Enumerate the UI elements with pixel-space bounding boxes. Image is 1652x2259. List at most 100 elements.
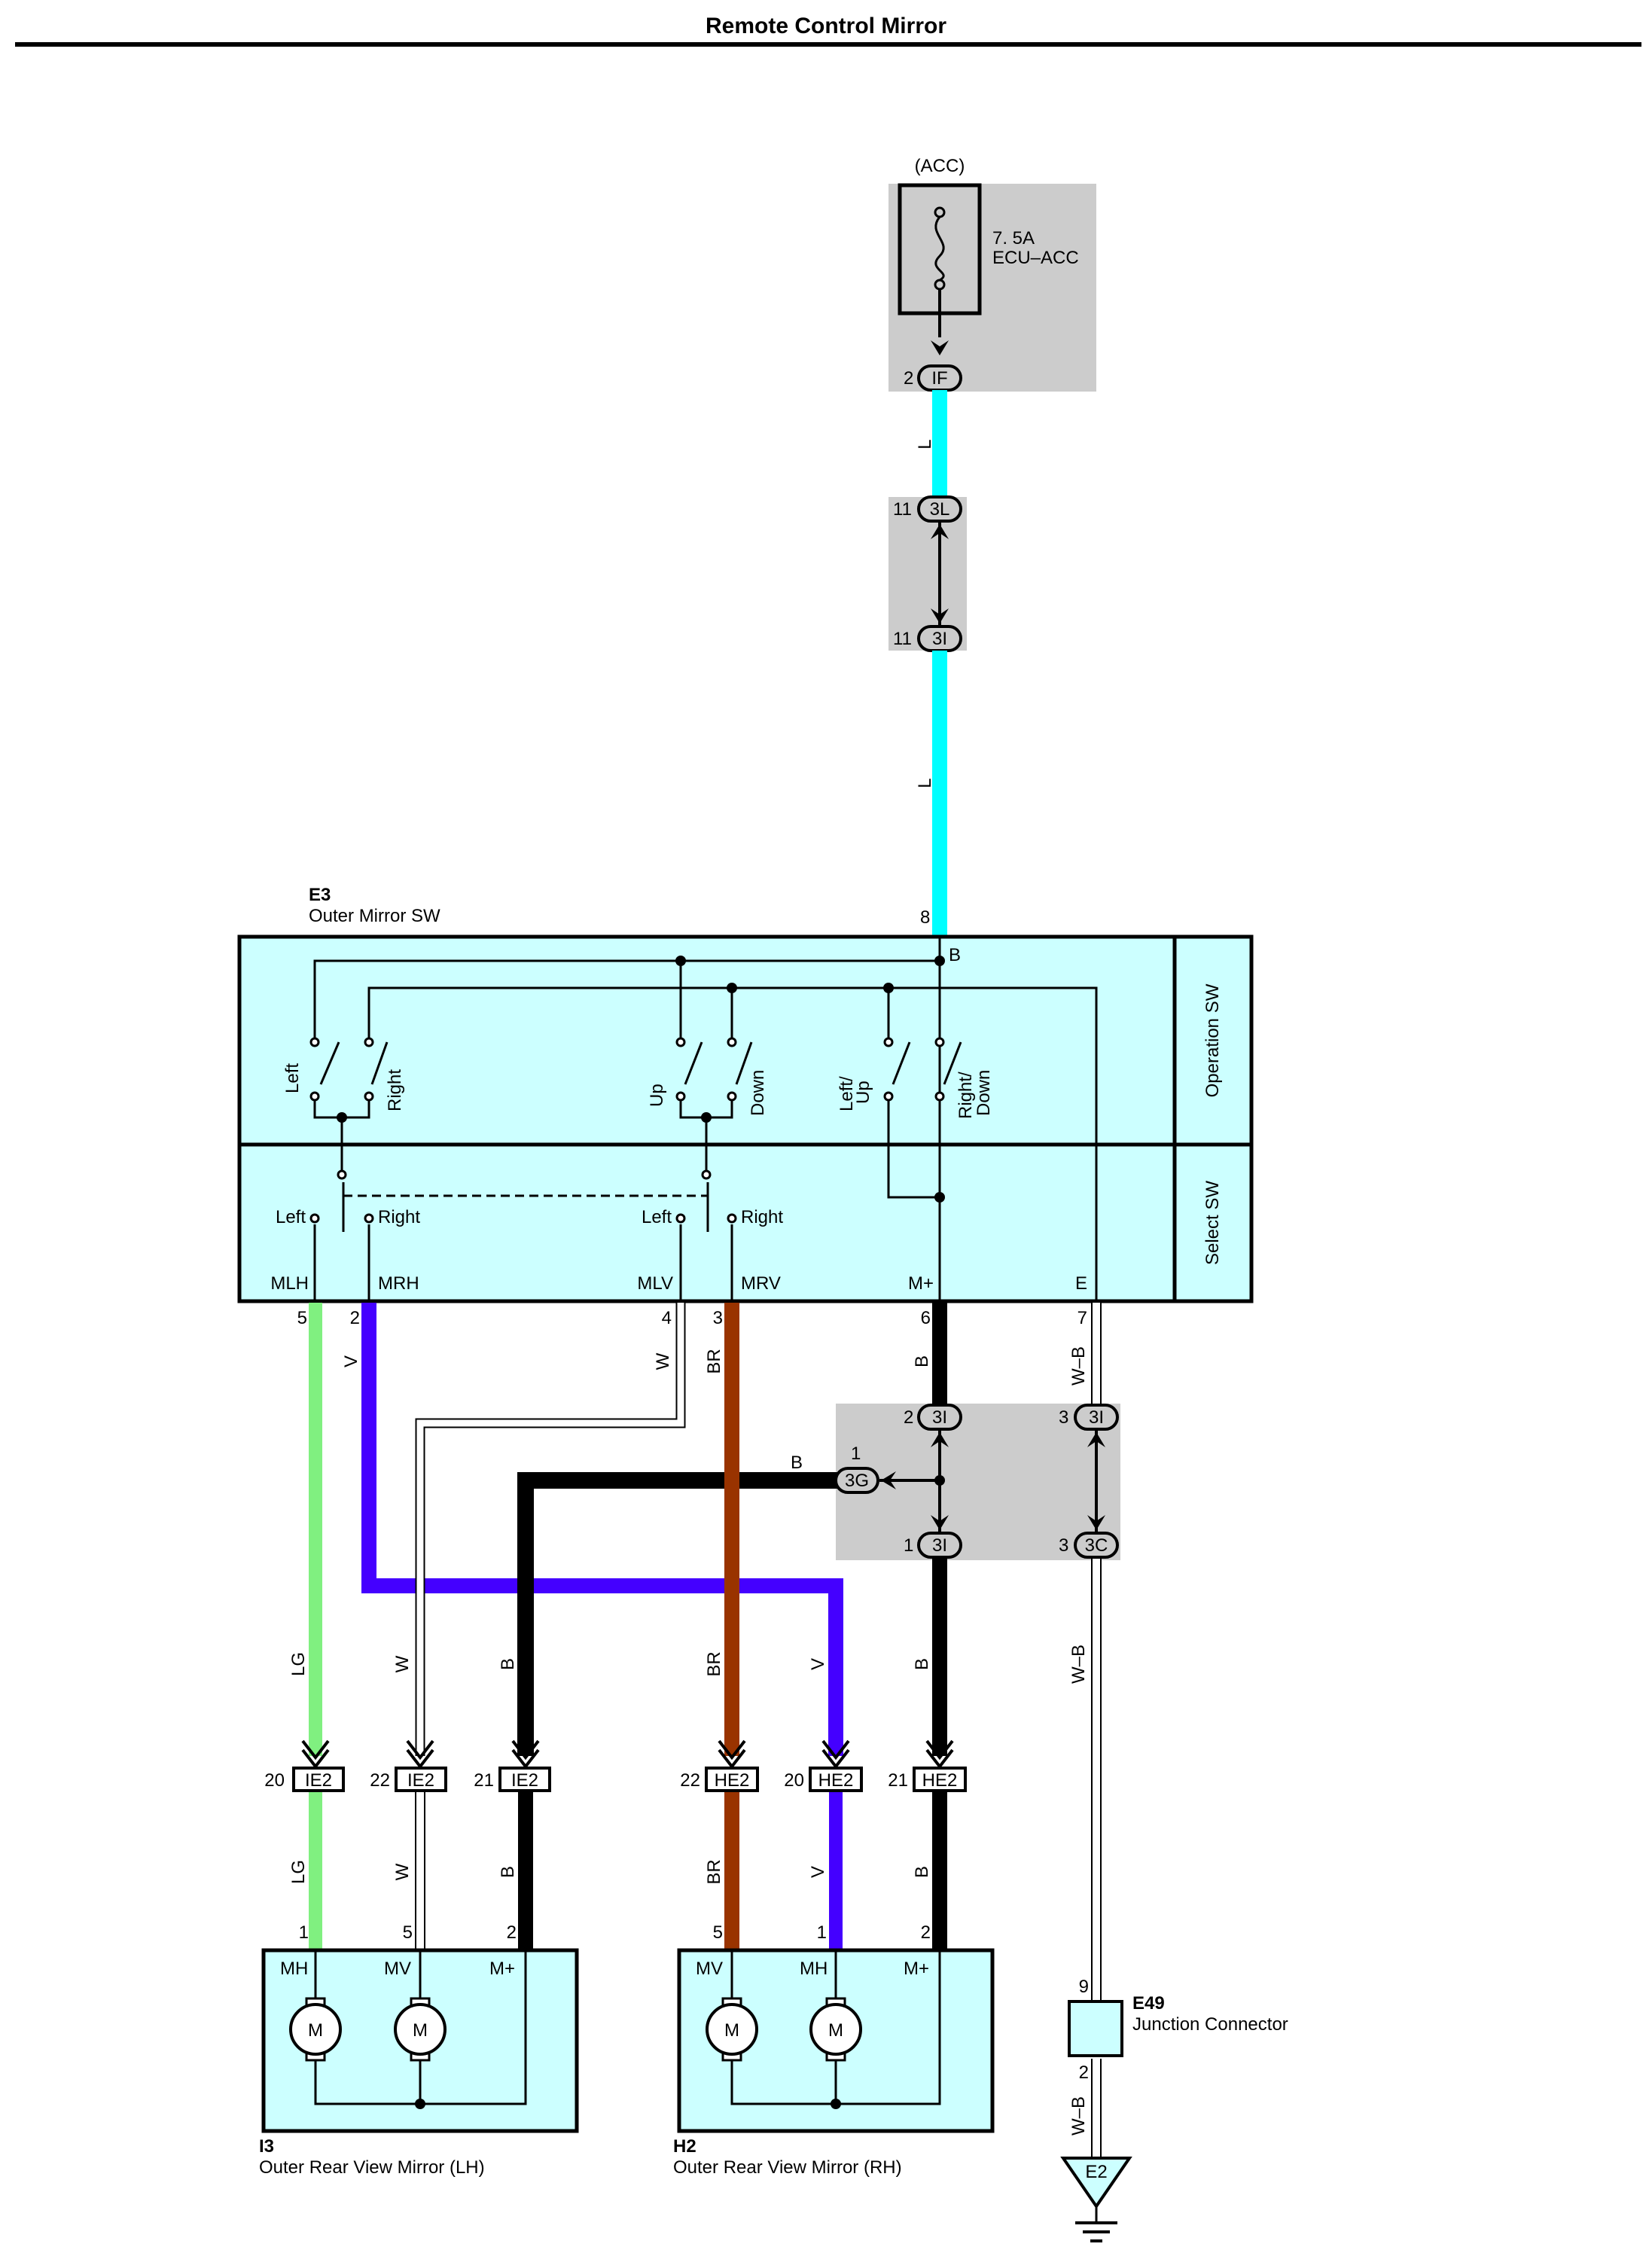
conn-pin-4: 22 [680, 1770, 700, 1791]
fuse-connector: IF [931, 368, 947, 389]
lower-connectors: 20 IE2 22 IE2 21 IE2 22 HE2 20 HE2 [264, 1739, 967, 1792]
e49-pin-top: 9 [1079, 1977, 1089, 1997]
conn-name-4: HE2 [715, 1770, 750, 1791]
connector-ie2-20: 20 IE2 [264, 1739, 345, 1792]
conn-name-5: HE2 [818, 1770, 854, 1791]
wire-label-V-3: V [808, 1866, 828, 1878]
title-rule [15, 42, 1641, 47]
rh-pin-1: 5 [713, 1922, 723, 1943]
sw-down-label: Down [748, 1070, 768, 1116]
switch-code: E3 [309, 885, 331, 905]
inline-connector-block: 11 3L 11 3I [888, 495, 967, 652]
mirror-lh: MH MV M+ M M [261, 1948, 579, 2133]
e49-name: Junction Connector [1132, 2014, 1288, 2035]
connector-he2-22: 22 HE2 [680, 1739, 759, 1792]
term-mrv: MRV [741, 1273, 781, 1294]
fuse-supply-label: (ACC) [915, 156, 965, 176]
wire-W-1 [416, 1303, 684, 1756]
conn-name-6: HE2 [922, 1770, 958, 1791]
wire-label-BR-2: BR [704, 1651, 724, 1676]
inline-upper-conn: 3L [930, 499, 950, 520]
junction-connector-e49 [1068, 2000, 1123, 2057]
conn-name-2: IE2 [407, 1770, 434, 1791]
wire-label-WB-1: W–B [1068, 1346, 1089, 1386]
wire-LG-1 [309, 1303, 322, 1756]
sw-up-label: Up [647, 1084, 667, 1107]
wire-label-B-5: B [912, 1866, 932, 1878]
lh-term-2: MV [384, 1959, 411, 1979]
jb-conn-d: 3I [932, 1535, 947, 1556]
wire-V-1 [361, 1303, 843, 1756]
jb-pin-c: 1 [851, 1444, 861, 1464]
conn-name-1: IE2 [305, 1770, 332, 1791]
sw-rightdown-label-1: Right/ [956, 1072, 976, 1119]
term-mplus: M+ [908, 1273, 934, 1294]
mirror-rh: MV MH M+ M M [677, 1948, 995, 2133]
wire-W-1-outline [415, 1303, 686, 1756]
pin-mrv: 3 [713, 1308, 723, 1328]
pin-mlh: 5 [297, 1308, 307, 1328]
mirror-rh-code: H2 [673, 2136, 696, 2157]
lh-pin-2: 5 [403, 1922, 413, 1943]
junction-connectors: 2 3I 3 3I 1 3G 1 3I 3 3C B [791, 1404, 1119, 1559]
jb-b-label: B [791, 1453, 803, 1473]
rh-term-3: M+ [904, 1959, 929, 1979]
lh-pin-1: 1 [299, 1922, 309, 1943]
jb-conn-e: 3C [1085, 1535, 1108, 1556]
wire-label-LG-1: LG [288, 1652, 309, 1676]
fuse-element-icon [934, 216, 945, 282]
term-mrh: MRH [378, 1273, 419, 1294]
select-sw-label: Select SW [1202, 1181, 1223, 1265]
switch-b-label: B [949, 945, 961, 965]
rh-pin-3: 2 [921, 1922, 931, 1943]
wire-label-W-2: W [392, 1655, 413, 1672]
jb-pin-d: 1 [904, 1535, 913, 1556]
wire-label-LG-2: LG [288, 1860, 309, 1884]
wire-L-1 [932, 390, 947, 497]
motor-icon: M [706, 1997, 758, 2062]
wire-B-2 [932, 1556, 947, 1756]
rh-motor-2-label: M [828, 2020, 843, 2041]
motor-icon: M [809, 1997, 862, 2062]
jb-conn-a: 3I [932, 1407, 947, 1428]
sel-left-1: Left [276, 1207, 306, 1227]
pin-mplus: 6 [921, 1308, 931, 1328]
conn-pin-1: 20 [264, 1770, 285, 1791]
lh-term-3: M+ [489, 1959, 515, 1979]
wire-label-W-3: W [392, 1863, 413, 1880]
rh-motor-1-label: M [724, 2020, 739, 2041]
conn-pin-2: 22 [370, 1770, 390, 1791]
jb-conn-c: 3G [845, 1471, 869, 1491]
lh-pin-3: 2 [507, 1922, 517, 1943]
wire-label-W-1: W [653, 1352, 673, 1370]
conn-name-3: IE2 [511, 1770, 538, 1791]
wire-label-V-2: V [808, 1658, 828, 1670]
wire-label-B-1: B [912, 1355, 932, 1367]
wire-W-2 [416, 1782, 424, 1949]
e49-code: E49 [1132, 1993, 1165, 2014]
term-e: E [1075, 1273, 1087, 1294]
motor-icon: M [394, 1997, 447, 2062]
rh-term-2: MH [800, 1959, 828, 1979]
sw-leftup-label-2: Up [853, 1081, 873, 1104]
sw-leftup-label-1: Left/ [837, 1076, 857, 1111]
lh-term-1: MH [280, 1959, 308, 1979]
inline-lower-pin: 11 [893, 629, 912, 649]
mirror-lh-name: Outer Rear View Mirror (LH) [259, 2157, 485, 2178]
jb-pin-e: 3 [1059, 1535, 1068, 1556]
conn-pin-5: 20 [784, 1770, 804, 1791]
lh-motor-2-label: M [413, 2020, 428, 2041]
wire-label-BR-3: BR [704, 1859, 724, 1884]
sel-right-2: Right [741, 1207, 783, 1227]
connector-he2-21: 21 HE2 [888, 1739, 967, 1792]
mirror-lh-code: I3 [259, 2136, 274, 2157]
pin-e: 7 [1077, 1308, 1087, 1328]
sel-right-1: Right [378, 1207, 420, 1227]
mirror-rh-name: Outer Rear View Mirror (RH) [673, 2157, 902, 2178]
wire-label-V-1: V [341, 1355, 361, 1367]
sw-left-label: Left [282, 1063, 303, 1093]
conn-pin-6: 21 [888, 1770, 908, 1791]
outer-mirror-switch: Operation SW Select SW [237, 934, 1254, 1303]
wire-B-ground [517, 1472, 840, 1756]
